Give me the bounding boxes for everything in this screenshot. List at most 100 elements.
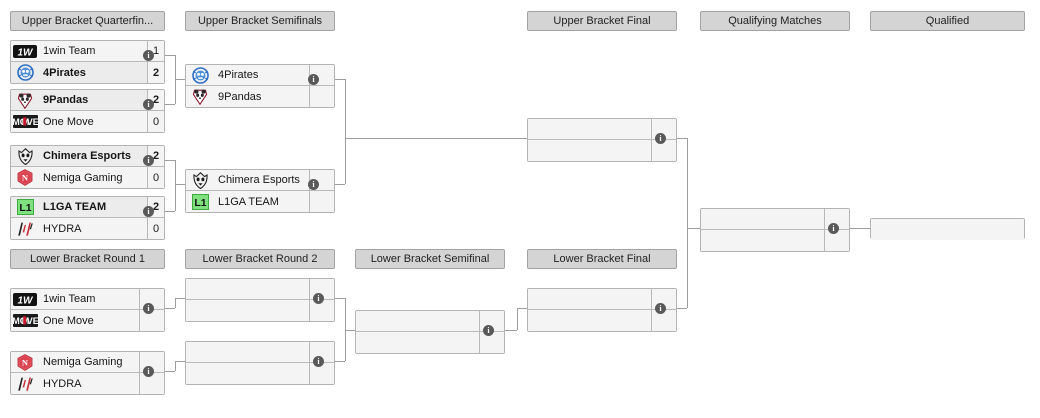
- 4pirates-logo: [12, 63, 38, 82]
- bracket-connector: [175, 298, 185, 299]
- team-score: [309, 300, 334, 321]
- round-header-lb-r2: Lower Bracket Round 2: [185, 249, 335, 269]
- match-info-icon[interactable]: i: [308, 179, 319, 190]
- team-logo-placeholder: [529, 141, 555, 160]
- team-name: One Move: [43, 115, 94, 128]
- bracket-connector: [677, 308, 687, 309]
- match-info-icon[interactable]: i: [143, 303, 154, 314]
- match-team-row[interactable]: [528, 140, 676, 161]
- match-team-row[interactable]: [186, 279, 334, 300]
- team-name: L1GA TEAM: [218, 195, 279, 208]
- team-logo-placeholder: [529, 290, 555, 309]
- 4pirates-logo: [187, 66, 213, 85]
- 1win-team-logo: 1W: [12, 42, 38, 61]
- round-header-lb-f: Lower Bracket Final: [527, 249, 677, 269]
- match-info-icon[interactable]: i: [313, 293, 324, 304]
- match-info-icon[interactable]: i: [143, 155, 154, 166]
- 9pandas-logo: [187, 87, 213, 106]
- team-logo-placeholder: [187, 301, 213, 320]
- round-header-ub-sf: Upper Bracket Semifinals: [185, 11, 335, 31]
- round-header-label: Upper Bracket Final: [553, 15, 651, 27]
- nemiga-gaming-logo: N: [12, 168, 38, 187]
- match-team-row[interactable]: [528, 289, 676, 310]
- match-info-icon[interactable]: i: [143, 366, 154, 377]
- match-team-row[interactable]: [186, 363, 334, 384]
- bracket-connector: [345, 330, 346, 361]
- match-lbr2b[interactable]: [185, 341, 335, 385]
- bracket-connector: [175, 184, 185, 185]
- match-team-row[interactable]: [186, 300, 334, 321]
- round-header-label: Lower Bracket Round 1: [30, 253, 145, 265]
- round-header-qm: Qualifying Matches: [700, 11, 850, 31]
- bracket-connector: [165, 308, 175, 309]
- team-name: 4Pirates: [43, 66, 86, 79]
- match-info-icon[interactable]: i: [655, 303, 666, 314]
- l1ga-team-logo: L1: [12, 198, 38, 217]
- team-name: Nemiga Gaming: [43, 171, 123, 184]
- match-team-row[interactable]: L1 L1GA TEAM: [186, 191, 334, 212]
- qualified-slot[interactable]: [870, 218, 1025, 240]
- round-header-lb-r1: Lower Bracket Round 1: [10, 249, 165, 269]
- match-info-icon[interactable]: i: [828, 223, 839, 234]
- round-header-label: Upper Bracket Quarterfin...: [21, 15, 154, 27]
- match-info-icon[interactable]: i: [143, 99, 154, 110]
- bracket-connector: [175, 298, 176, 308]
- bracket-connector: [165, 104, 175, 105]
- match-info-icon[interactable]: i: [143, 50, 154, 61]
- svg-text:N: N: [22, 172, 29, 182]
- round-header-ub-f: Upper Bracket Final: [527, 11, 677, 31]
- match-team-row[interactable]: 9Pandas: [186, 86, 334, 107]
- match-team-row[interactable]: [186, 342, 334, 363]
- match-lbsf[interactable]: [355, 310, 505, 354]
- match-info-icon[interactable]: i: [308, 74, 319, 85]
- team-logo-placeholder: [529, 120, 555, 139]
- bracket-connector: [165, 371, 175, 372]
- match-team-row[interactable]: [701, 209, 849, 230]
- match-info-icon[interactable]: i: [143, 206, 154, 217]
- l1ga-team-logo: L1: [187, 192, 213, 211]
- bracket-connector: [335, 298, 345, 299]
- team-logo-placeholder: [702, 210, 728, 229]
- match-ubf[interactable]: [527, 118, 677, 162]
- match-info-icon[interactable]: i: [655, 133, 666, 144]
- match-team-row[interactable]: [356, 332, 504, 353]
- chimera-esports-logo: [187, 171, 213, 190]
- match-team-row[interactable]: HYDRA: [11, 373, 164, 394]
- match-team-row[interactable]: [701, 230, 849, 251]
- bracket-connector: [165, 55, 175, 56]
- match-lbr2a[interactable]: [185, 278, 335, 322]
- match-team-row[interactable]: Chimera Esports: [186, 170, 334, 191]
- match-team-row[interactable]: [528, 119, 676, 140]
- match-team-row[interactable]: [528, 310, 676, 331]
- match-team-row[interactable]: MMOVEOne Move: [11, 310, 164, 331]
- match-lbf[interactable]: [527, 288, 677, 332]
- match-team-row[interactable]: [356, 311, 504, 332]
- match-info-icon[interactable]: i: [313, 356, 324, 367]
- team-name: 9Pandas: [218, 90, 262, 103]
- bracket-connector: [345, 138, 346, 184]
- team-name: 1win Team: [43, 293, 96, 305]
- round-header-label: Lower Bracket Round 2: [202, 253, 318, 265]
- team-score: [651, 140, 676, 161]
- match-info-icon[interactable]: i: [483, 325, 494, 336]
- round-header-lb-sf: Lower Bracket Semifinal: [355, 249, 505, 269]
